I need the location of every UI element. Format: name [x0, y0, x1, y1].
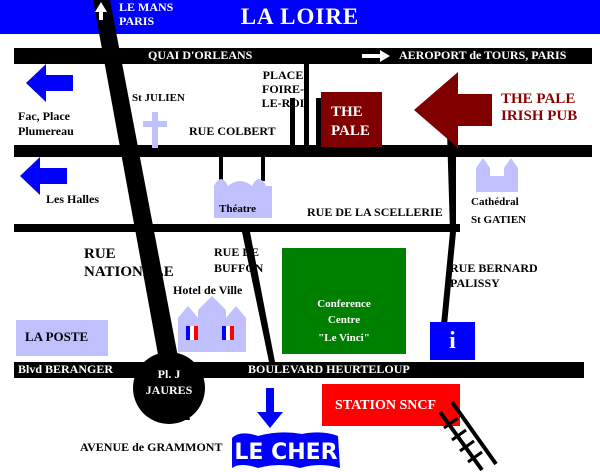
rue-colbert-label: RUE COLBERT	[189, 124, 276, 138]
airport-label: AEROPORT de TOURS, PARIS	[399, 48, 567, 62]
river-cher	[232, 432, 340, 468]
la-poste-label: LA POSTE	[25, 329, 89, 344]
theatre-building-icon	[214, 179, 272, 218]
fac-label-1: Fac, Place	[18, 109, 70, 123]
rue-bernard-label-1: RUE BERNARD	[450, 261, 538, 275]
place-foire-label-1: PLACE	[262, 68, 304, 82]
halles-arrow-icon	[20, 157, 67, 195]
theatre-label: Théatre	[219, 203, 257, 215]
the-pale-box-label-1: THE	[331, 104, 363, 120]
info-box	[430, 322, 475, 360]
blvd-beranger-label: Blvd BERANGER	[18, 362, 114, 376]
info-icon: i	[449, 328, 456, 354]
road-theatre-right	[261, 155, 265, 181]
conference-label-3: "Le Vinci"	[318, 332, 370, 344]
rue-buffon-label-2: BUFFON	[214, 261, 264, 275]
rue-scellerie-label: RUE DE LA SCELLERIE	[307, 205, 443, 219]
road-rue-colbert	[14, 145, 592, 157]
pl-jaures-label-2: JAURES	[145, 383, 193, 397]
conference-label-2: Centre	[327, 314, 361, 326]
road-rue-de-buffon	[242, 232, 275, 362]
place-jaures-circle	[133, 352, 205, 424]
road-rue-nationale	[93, 0, 190, 420]
conference-centre-box	[282, 248, 406, 354]
hotel-de-ville-icon	[178, 296, 246, 352]
railway-icon	[438, 400, 498, 472]
road-place-foire-left	[290, 98, 295, 148]
st-julien-label: St JULIEN	[132, 92, 185, 104]
road-pale-side	[316, 98, 321, 148]
road-quai-orleans	[14, 48, 592, 64]
pale-arrow-icon	[414, 72, 492, 148]
rue-nationale-label-2: NATIONALE	[84, 264, 174, 280]
conference-label-1: Conference	[317, 298, 371, 310]
st-julien-cross-icon	[152, 112, 158, 148]
the-pale-box	[321, 92, 382, 147]
river-loire-label: LA LOIRE	[240, 4, 360, 29]
road-place-foire-right	[304, 62, 309, 148]
les-halles-label: Les Halles	[46, 192, 99, 206]
avenue-grammont-label: AVENUE de GRAMMONT	[80, 440, 223, 454]
road-rue-scellerie	[14, 224, 460, 232]
fac-label-2: Plumereau	[18, 124, 74, 138]
rue-nationale-label-1: RUE	[84, 246, 116, 262]
la-poste-building	[16, 320, 108, 356]
the-pale-pub-label-1: THE PALE	[501, 91, 576, 107]
le-mans-arrow-icon	[95, 2, 107, 20]
station-sncf-label: STATION SNCF	[335, 398, 437, 413]
road-rue-bernard-palissy	[438, 132, 456, 356]
cathedral-label-2: St GATIEN	[471, 214, 527, 226]
cathedral-icon	[476, 158, 518, 192]
rue-buffon-label-1: RUE DE	[214, 245, 260, 259]
place-foire-label-2: FOIRE-	[262, 82, 304, 96]
river-cher-label: LE CHER	[234, 440, 338, 465]
airport-arrow-icon	[362, 50, 390, 62]
le-mans-label-2: PARIS	[119, 14, 155, 28]
cathedral-label-1: Cathédral	[471, 196, 519, 208]
place-foire-label-3: LE-ROI	[261, 96, 305, 110]
hotel-de-ville-label: Hotel de Ville	[173, 283, 243, 297]
rue-bernard-label-2: PALISSY	[450, 276, 500, 290]
road-theatre-left	[219, 155, 223, 181]
the-pale-pub-label-2: IRISH PUB	[501, 108, 578, 124]
fac-arrow-icon	[26, 64, 73, 102]
le-cher-arrow-icon	[257, 388, 283, 428]
the-pale-box-label-2: PALE	[331, 123, 370, 139]
station-sncf-box	[322, 384, 460, 426]
quai-orleans-label: QUAI D'ORLEANS	[148, 48, 253, 62]
blvd-heurteloup-label: BOULEVARD HEURTELOUP	[248, 362, 410, 376]
le-mans-label-1: LE MANS	[119, 0, 174, 14]
pl-jaures-label-1: Pl. J	[157, 367, 181, 381]
